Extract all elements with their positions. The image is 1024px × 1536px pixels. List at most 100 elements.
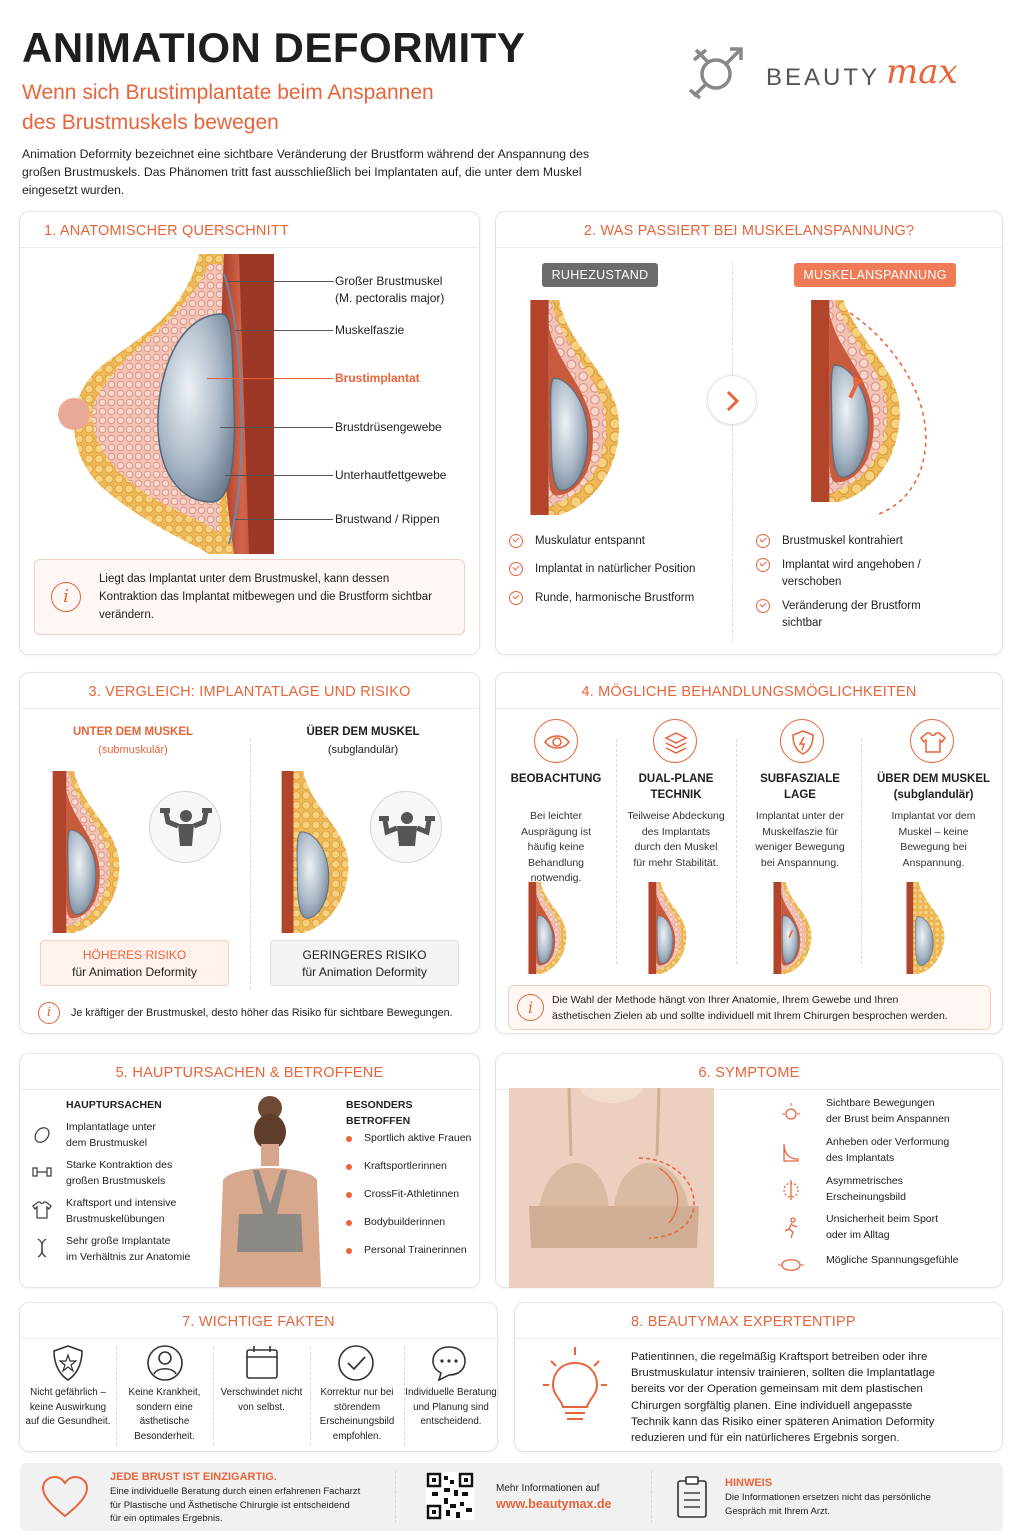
qr-code[interactable]	[426, 1472, 474, 1520]
treatment-1-illustration	[528, 882, 567, 974]
section-title-treatments: 4. MÖGLICHE BEHANDLUNGSMÖGLICHKEITEN	[496, 673, 1002, 709]
page-subtitle: Wenn sich Brustimplantate beim Anspannen…	[22, 81, 434, 134]
section-title-causes: 5. HAUPTURSACHEN & BETROFFENE	[20, 1054, 479, 1090]
treatment-2-illustration	[648, 882, 687, 974]
chat-bubble-icon	[432, 1346, 466, 1382]
eye-icon	[534, 719, 578, 763]
clipboard-icon	[677, 1476, 707, 1518]
running-person-icon	[784, 1217, 798, 1239]
logo-word-max: max	[886, 52, 958, 92]
tension-item-2: Implantat wird angehoben /verschoben	[756, 557, 921, 591]
tension-item-1: Brustmuskel kontrahiert	[756, 533, 903, 550]
label-implant: Brustimplantat	[335, 371, 420, 385]
lightbulb-icon	[543, 1347, 607, 1420]
section-muscle-tension: 2. WAS PASSIERT BEI MUSKELANSPANNUNG? RU…	[495, 211, 1003, 655]
dumbbell-icon	[32, 1167, 52, 1177]
check-circle-icon	[338, 1345, 374, 1381]
symptom-5: Mögliche Spannungsgefühle	[826, 1254, 959, 1266]
rest-item-3: Runde, harmonische Brustform	[509, 590, 694, 607]
section-anatomy: 1. ANATOMISCHER QUERSCHNITT Großer Brust…	[19, 211, 480, 655]
asymmetry-icon	[783, 1180, 799, 1200]
bra-photo	[509, 1088, 714, 1288]
flexing-arms-up-icon	[149, 791, 221, 863]
info-icon: i	[517, 994, 544, 1021]
subglandular-illustration	[281, 771, 349, 933]
comparison-right-title: ÜBER DEM MUSKEL (subglandulär)	[306, 726, 420, 756]
implant-icon	[34, 1127, 50, 1143]
section-causes: 5. HAUPTURSACHEN & BETROFFENE HAUPTURSAC…	[19, 1053, 480, 1288]
tension-feeling-icon	[778, 1259, 804, 1271]
label-gland: Brustdrüsengewebe	[335, 420, 442, 434]
logo-word-beauty: BEAUTY	[766, 64, 881, 91]
treatment-1-title: BEOBACHTUNG	[510, 773, 602, 785]
affected-5: Personal Trainerinnen	[364, 1244, 467, 1256]
anatomy-info-box: i Liegt das Implantat unter dem Brustmus…	[34, 559, 465, 635]
causes-title: HAUPTURSACHEN	[66, 1099, 162, 1111]
affected-1: Sportlich aktive Frauen	[364, 1132, 472, 1144]
tension-breast-illustration	[810, 300, 927, 515]
label-chest-wall: Brustwand / Rippen	[335, 512, 440, 526]
section-title-tension: 2. WAS PASSIERT BEI MUSKELANSPANNUNG?	[496, 212, 1002, 248]
tag-tension: MUSKELANSPANNUNG	[794, 263, 956, 287]
info-icon: i	[51, 582, 81, 612]
person-circle-icon	[147, 1345, 183, 1381]
lower-risk-box: GERINGERES RISIKO für Animation Deformit…	[270, 940, 459, 986]
shield-icon	[780, 719, 824, 763]
section-expert-tip: 8. BEAUTYMAX EXPERTENTIPP Patientinnen, …	[514, 1302, 1003, 1452]
page-title: ANIMATION DEFORMITY	[22, 24, 526, 71]
expert-tip-text: Patientinnen, die regelmäßig Kraftsport …	[631, 1351, 935, 1445]
treatment-3-illustration	[773, 882, 812, 974]
section-title-expert-tip: 8. BEAUTYMAX EXPERTENTIPP	[515, 1303, 1002, 1339]
rest-item-2: Implantat in natürlicher Position	[509, 561, 695, 578]
anatomy-cross-section-illustration	[58, 254, 274, 554]
gender-symbol-icon	[688, 47, 743, 100]
footer-website-link[interactable]: www.beautymax.de	[496, 1497, 612, 1511]
comparison-note: Je kräftiger der Brustmuskel, desto höhe…	[71, 1007, 453, 1019]
label-fascia: Muskelfaszie	[335, 323, 405, 337]
treatment-info-box: i Die Wahl der Methode hängt von Ihrer A…	[508, 985, 991, 1030]
info-icon: i	[38, 1002, 60, 1024]
rest-breast-illustration	[529, 300, 620, 515]
footer-heading: JEDE BRUST IST EINZIGARTIG.	[110, 1471, 277, 1483]
breast-lift-icon	[783, 1143, 799, 1162]
affected-2: Kraftsportlerinnen	[364, 1160, 447, 1172]
calendar-icon	[246, 1346, 278, 1379]
treatment-4-illustration	[906, 882, 945, 974]
footer-note-title: HINWEIS	[725, 1477, 773, 1489]
shield-star-icon	[53, 1345, 83, 1381]
shirt-icon	[910, 719, 954, 763]
section-comparison: 3. VERGLEICH: IMPLANTATLAGE UND RISIKO U…	[19, 672, 480, 1034]
comparison-left-title: UNTER DEM MUSKEL (submuskulär)	[72, 726, 194, 756]
intro-text: Animation Deformity bezeichnet eine sich…	[22, 147, 590, 197]
rest-item-1: Muskulatur entspannt	[509, 533, 645, 550]
treatment-4-title: ÜBER DEM MUSKEL(subglandulär)	[876, 773, 991, 801]
beautymax-logo: BEAUTY max	[684, 40, 994, 100]
tag-rest: RUHEZUSTAND	[542, 263, 658, 287]
affected-title: BESONDERS BETROFFEN	[346, 1099, 413, 1127]
submuscular-illustration	[52, 771, 120, 933]
heart-icon	[41, 1475, 89, 1518]
affected-3: CrossFit-Athletinnen	[364, 1188, 460, 1200]
section-title-comparison: 3. VERGLEICH: IMPLANTATLAGE UND RISIKO	[20, 673, 479, 709]
label-pectoralis: Großer Brustmuskel (M. pectoralis major)	[335, 274, 445, 305]
